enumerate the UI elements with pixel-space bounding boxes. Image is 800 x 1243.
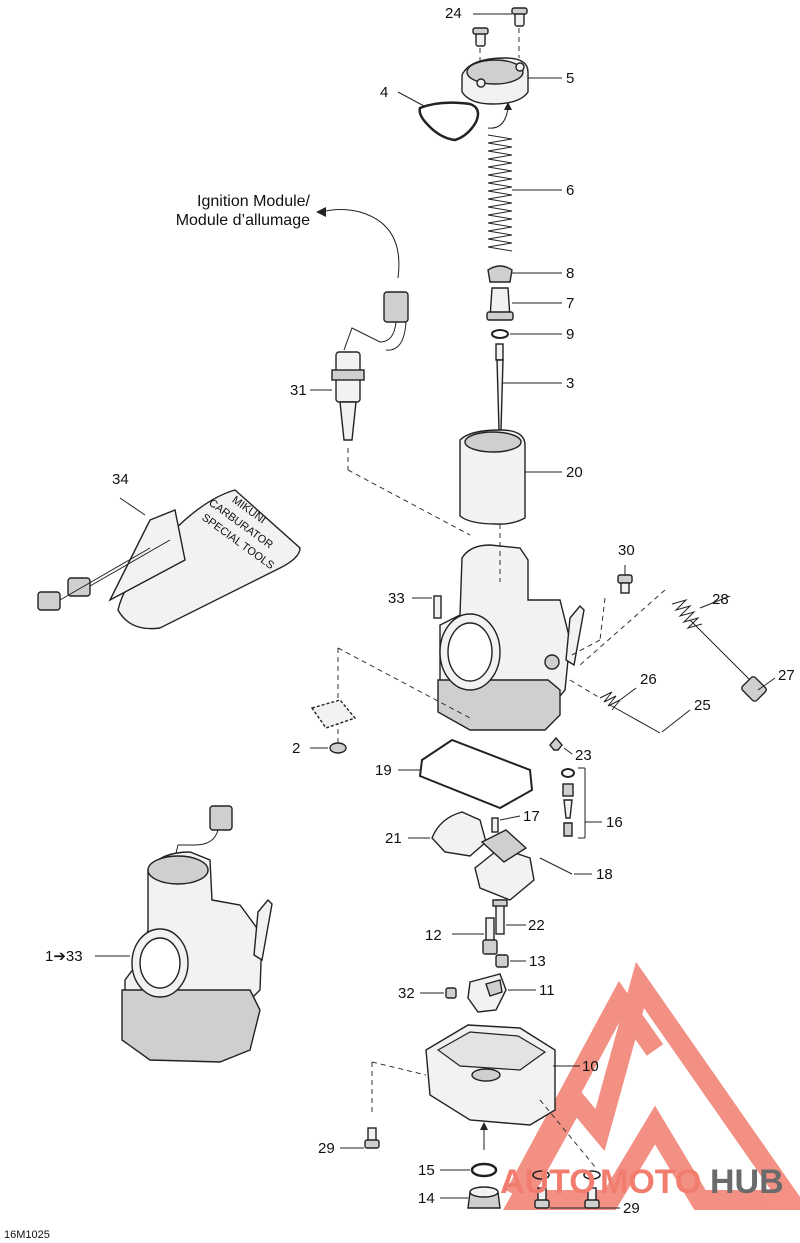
label-33: 33 [388,590,405,607]
part-2-bracket: 2 [292,699,357,757]
part-27-28-idle-screw: 28 27 [579,589,795,702]
watermark-logo [503,961,800,1210]
label-30: 30 [618,542,635,559]
label-28: 28 [712,591,729,608]
part-4-oring [397,91,512,142]
watermark-auto: AUTO [500,1163,596,1201]
part-17-pin: 17 [491,808,540,833]
part-18-float-pin: 18 [539,857,613,883]
label-4: 4 [380,84,388,101]
part-7-needle-holder [486,287,562,321]
part-21-float: 21 [385,811,535,901]
part-15-oring: 15 [418,1162,498,1179]
ignition-label-fr: Module d’allumage [176,212,310,229]
label-5: 5 [566,70,574,87]
label-32: 32 [398,985,415,1002]
watermark-moto: MOTO [600,1163,701,1201]
part-23-plug: 23 [549,736,592,764]
part-24-screws [472,7,528,70]
label-15: 15 [418,1162,435,1179]
label-3: 3 [566,375,574,392]
part-16-needle-valve-set: 16 [561,767,623,839]
part-14-drain-plug: 14 [418,1186,501,1209]
label-8: 8 [566,265,574,282]
part-8-seat [487,265,562,283]
ignition-module-caption: Ignition Module/ Module d’allumage [176,193,311,229]
label-21: 21 [385,830,402,847]
label-2: 2 [292,740,300,757]
label-20: 20 [566,464,583,481]
part-3-jet-needle [495,343,562,431]
part-22-jet: 22 [492,899,545,935]
label-25: 25 [694,697,711,714]
part-25-26-air-screw: 26 25 [569,671,711,734]
label-34: 34 [112,471,129,488]
label-14: 14 [418,1190,435,1207]
label-23: 23 [575,747,592,764]
label-1-33: 1➔33 [45,948,83,965]
label-9: 9 [566,326,574,343]
label-11: 11 [539,982,555,999]
part-31-sensor [310,291,471,536]
label-12: 12 [425,927,442,944]
part-13-jet: 13 [495,953,546,970]
label-18: 18 [596,866,613,883]
ignition-module-arrow [316,207,400,279]
label-27: 27 [778,667,795,684]
part-9-clip [491,329,562,339]
label-13: 13 [529,953,546,970]
ignition-label-en: Ignition Module/ [197,193,311,210]
label-16: 16 [606,814,623,831]
part-5-top-cap [461,57,562,105]
part-32-plug: 32 [398,985,457,1002]
part-12-jet: 12 [425,917,498,955]
label-19: 19 [375,762,392,779]
carburetor-assembly: 1➔33 [45,805,273,1063]
label-31: 31 [290,382,307,399]
part-labels-top: 24 5 4 6 8 7 9 3 20 31 [290,5,583,481]
watermark-hub: HUB [710,1163,784,1201]
carburetor-body: 33 [337,524,585,748]
part-30-screw: 30 [571,542,635,656]
part-29-screw-right: 29 [532,1170,640,1217]
part-20-throttle-valve [459,429,562,525]
label-10: 10 [582,1058,599,1075]
part-29-screw-left: 29 [318,1127,380,1157]
label-29a: 29 [318,1140,335,1157]
label-29b: 29 [623,1200,640,1217]
part-10-float-bowl: 10 [371,1024,599,1169]
diagram-code: 16M1025 [4,1229,50,1241]
label-26: 26 [640,671,657,688]
part-34-special-tools: 34 MIKUNI CARBURATOR SPECIAL TOOLS [37,471,301,630]
label-7: 7 [566,295,574,312]
label-22: 22 [528,917,545,934]
part-11-baffle: 11 [467,973,555,1013]
label-6: 6 [566,182,574,199]
label-17: 17 [523,808,540,825]
part-6-spring [487,134,562,252]
label-24: 24 [445,5,462,22]
part-19-gasket: 19 [375,738,534,810]
watermark-text: AUTO MOTO HUB [500,1163,784,1201]
